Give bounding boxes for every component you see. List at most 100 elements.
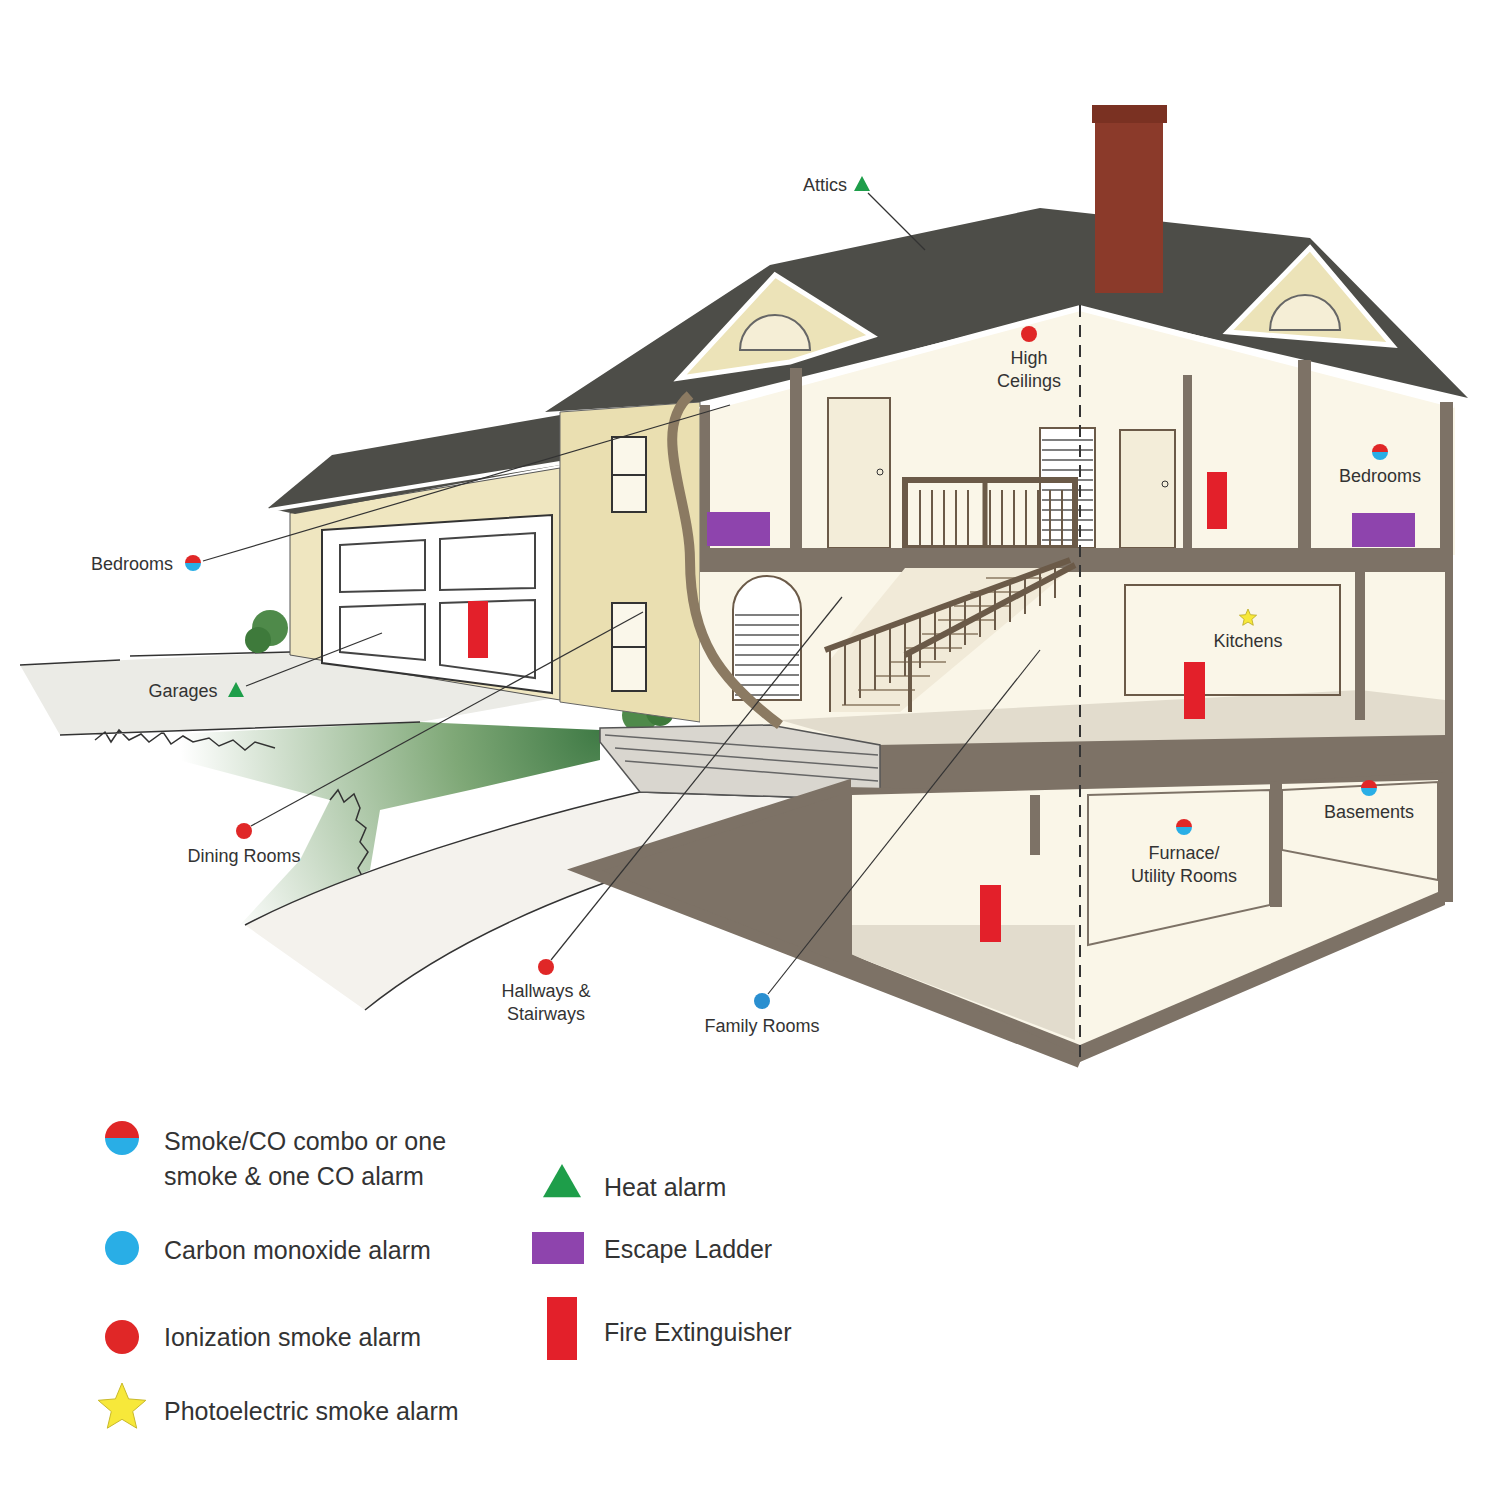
alarm-markers xyxy=(228,682,244,697)
upper-floor xyxy=(700,308,1455,555)
main-floor xyxy=(825,560,1070,650)
garage xyxy=(270,463,560,510)
upper-floor xyxy=(828,398,890,548)
leader-lines xyxy=(203,193,1040,994)
legend-swatch xyxy=(105,1231,139,1265)
legend-swatch xyxy=(105,1320,139,1354)
room-label: Bedrooms xyxy=(91,553,173,576)
entry-tower xyxy=(560,402,700,722)
room-label: Attics xyxy=(803,174,847,197)
main-floor xyxy=(735,615,799,695)
safety-equipment xyxy=(468,601,488,658)
entry-tower xyxy=(612,603,646,691)
legend-text: Ionization smoke alarm xyxy=(164,1320,421,1355)
basement xyxy=(585,772,1445,1062)
alarm-markers xyxy=(754,993,770,1009)
upper-floor xyxy=(1162,481,1168,487)
legend-text: Photoelectric smoke alarm xyxy=(164,1394,459,1429)
legend-swatch xyxy=(543,1164,581,1202)
alarm-markers xyxy=(1361,780,1377,788)
garage xyxy=(340,604,425,660)
alarm-markers xyxy=(1372,452,1388,460)
legend-text: Heat alarm xyxy=(604,1170,726,1205)
leader-lines xyxy=(246,633,382,686)
legend-swatch-shape xyxy=(105,1320,139,1354)
upper-floor xyxy=(905,480,1075,548)
legend-swatch-shape xyxy=(105,1231,139,1265)
legend-swatch xyxy=(547,1297,577,1360)
basement xyxy=(1030,795,1040,855)
main-floor xyxy=(830,568,1072,712)
basement xyxy=(1270,782,1282,907)
room-label: Furnace/ Utility Rooms xyxy=(1127,842,1241,888)
alarm-markers xyxy=(185,563,201,571)
basement xyxy=(585,787,1080,1062)
room-label: Family Rooms xyxy=(704,1015,819,1038)
safety-equipment xyxy=(707,512,770,546)
combo-alarm-legend-icon xyxy=(105,1138,139,1155)
legend-swatch xyxy=(97,1383,147,1433)
cutaway-edge xyxy=(672,395,780,725)
room-label: Basements xyxy=(1324,801,1414,824)
room-label: Kitchens xyxy=(1213,630,1282,653)
alarm-markers xyxy=(185,555,201,563)
cutaway-edge xyxy=(672,395,780,725)
upper-floor xyxy=(877,469,883,475)
upper-floor xyxy=(983,480,988,548)
legend-swatch-shape xyxy=(547,1297,577,1360)
upper-floor xyxy=(920,490,1062,545)
alarm-markers xyxy=(236,823,252,839)
upper-floor xyxy=(1040,428,1095,548)
leader-lines xyxy=(203,405,730,561)
legend-text: Escape Ladder xyxy=(604,1232,772,1267)
alarm-markers xyxy=(185,176,1388,1009)
safety-equipment xyxy=(1184,662,1205,719)
room-label: Bedrooms xyxy=(1339,465,1421,488)
roof xyxy=(1095,118,1163,293)
main-floor xyxy=(1355,572,1365,720)
safety-equipment xyxy=(468,472,1415,942)
entry-tower xyxy=(612,437,646,512)
leader-lines xyxy=(551,597,842,960)
safety-equipment xyxy=(1352,513,1415,547)
combo-alarm-legend-icon xyxy=(105,1121,139,1138)
legend-swatch-shape xyxy=(98,1383,146,1428)
safety-equipment xyxy=(1207,472,1227,529)
upper-floor xyxy=(790,368,802,555)
legend-swatch xyxy=(532,1232,584,1264)
upper-floor xyxy=(1120,430,1175,548)
upper-floor xyxy=(1183,375,1192,555)
legend-text: Smoke/CO combo or one smoke & one CO ala… xyxy=(164,1124,499,1194)
room-label: High Ceilings xyxy=(984,347,1074,393)
garage xyxy=(440,533,535,590)
leader-lines xyxy=(768,650,1040,994)
main-floor xyxy=(905,565,1075,655)
entry-tower xyxy=(612,646,646,648)
garage xyxy=(440,600,535,678)
roof xyxy=(1092,105,1167,123)
main-floor xyxy=(908,652,912,712)
roof xyxy=(1270,295,1340,330)
alarm-markers xyxy=(1372,444,1388,452)
basement xyxy=(585,772,1445,1062)
alarm-markers xyxy=(854,176,870,191)
entry-tower xyxy=(560,402,700,722)
front-steps xyxy=(605,735,878,781)
main-floor xyxy=(830,567,1055,712)
roof xyxy=(740,315,810,350)
main-floor xyxy=(700,572,1445,747)
garage xyxy=(340,540,425,592)
room-label: Dining Rooms xyxy=(187,845,300,868)
alarm-markers xyxy=(538,959,554,975)
combo-alarm-legend-icon xyxy=(105,1121,139,1155)
roof xyxy=(680,275,872,378)
alarm-markers xyxy=(1361,788,1377,796)
roof xyxy=(1228,248,1392,345)
legend-swatch-shape xyxy=(532,1232,584,1264)
garage xyxy=(245,627,271,653)
main-floor xyxy=(733,576,801,700)
ground xyxy=(20,652,290,665)
legend-text: Carbon monoxide alarm xyxy=(164,1233,431,1268)
